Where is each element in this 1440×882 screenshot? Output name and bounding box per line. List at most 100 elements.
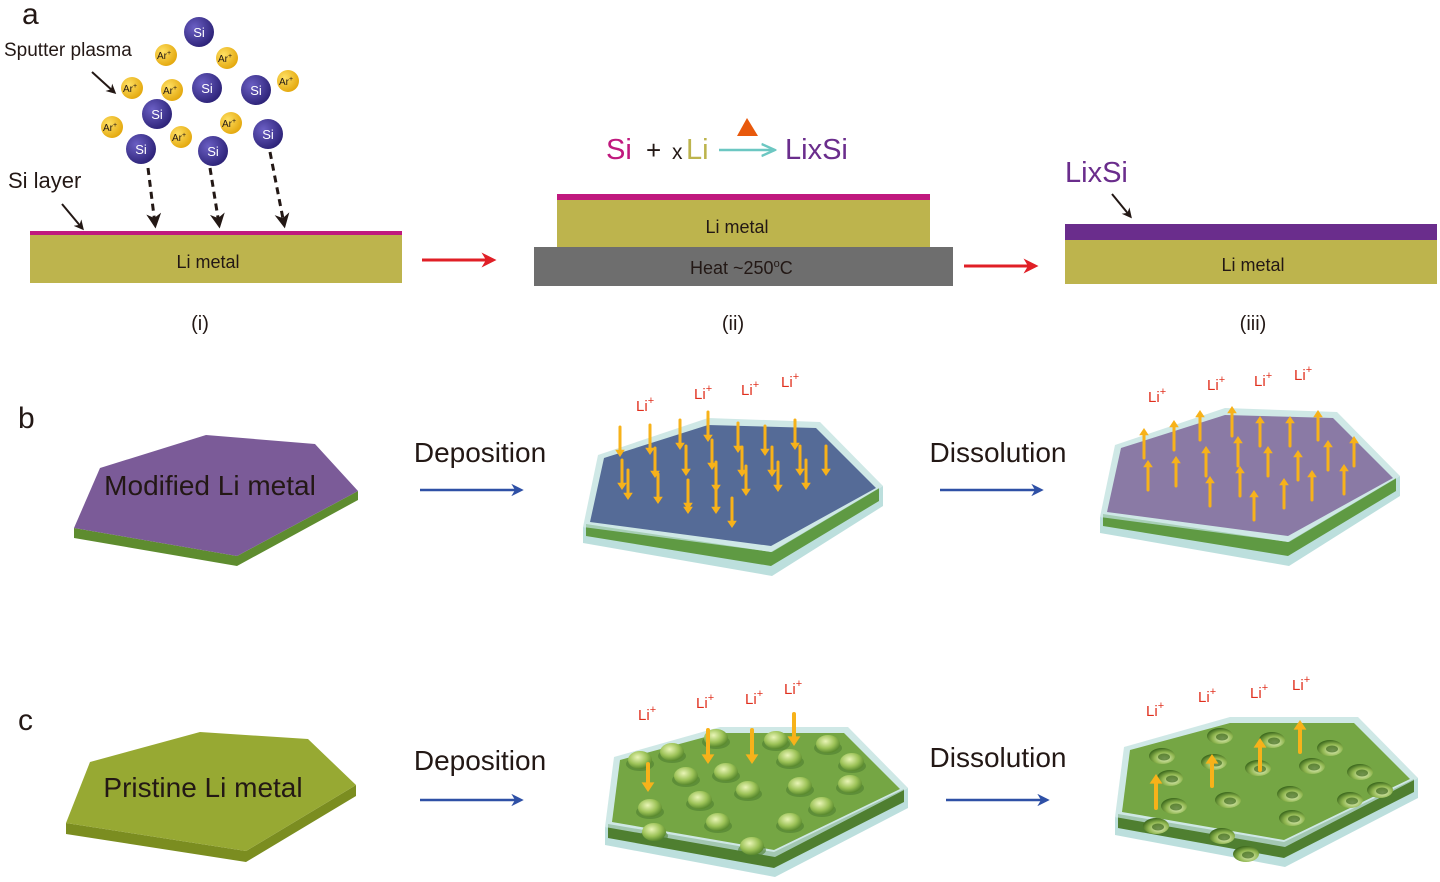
li-flux-arrow [650,446,660,478]
li-flux-arrow [790,418,800,450]
li-ion-label: Li+ [1254,370,1272,390]
li-flux-arrow [1205,754,1219,788]
li-flux-arrow [711,482,721,514]
equation-si: Si [606,134,632,166]
li-flux-arrow [767,445,777,477]
ar-ion-label: Ar+ [123,83,137,95]
dendrite-bump [734,781,762,801]
li-ion-label: Li+ [784,678,802,698]
dissolution-pit [1347,764,1373,780]
li-flux-arrow [1233,436,1243,468]
heater-label: Heat ~250oC [690,258,793,278]
si-deposition-arrow-2 [208,167,225,229]
dendrite-bump [712,763,740,783]
li-flux-arrow [733,421,743,453]
dendrite-bump [786,777,814,797]
li-ion-label: Li+ [745,688,763,708]
ar-ion: Ar+ [170,126,192,148]
li-ion-label: Li+ [1198,686,1216,706]
li-flux-arrow [1227,406,1237,438]
dissolution-pit [1149,748,1175,764]
si-atom: Si [142,99,172,129]
panel-c: c Pristine Li metal Deposition Li+Li+Li+… [18,674,1418,877]
ar-ion: Ar+ [121,77,143,99]
equation-plus: + [646,135,661,165]
equation-product: LixSi [785,134,848,166]
dissolution-pit [1317,740,1343,756]
li-metal-block-ii [557,200,930,247]
li-flux-arrow [1235,466,1245,498]
si-atom: Si [126,134,156,164]
dissolution-label-b: Dissolution [930,437,1067,468]
panel-label-c: c [18,704,33,737]
li-flux-arrow [1169,420,1179,452]
li-flux-arrow [1249,490,1259,522]
dissolution-pit [1279,810,1305,826]
li-flux-arrow [675,418,685,450]
ar-ion-label: Ar+ [157,50,171,62]
li-metal-block-iii [1065,240,1437,284]
lixsi-label: LixSi [1065,157,1128,189]
si-layer-film [30,231,402,235]
ar-ion: Ar+ [155,44,177,66]
li-dissolution-pits [1143,728,1393,862]
si-atom: Si [198,136,228,166]
li-ions-c-deposition: Li+Li+Li+Li+ [638,678,802,724]
si-atom: Si [241,75,271,105]
si-atom-label: Si [135,142,147,157]
ar-ion-label: Ar+ [103,122,117,134]
dissolution-pit [1209,828,1235,844]
li-flux-arrow [701,728,715,764]
li-dendrite-bumps [626,729,866,857]
si-atom-label: Si [207,144,219,159]
li-flux-arrow [801,458,811,490]
modified-li-metal-label: Modified Li metal [104,470,316,501]
li-flux-arrow [745,728,759,764]
li-ion-label: Li+ [696,692,714,712]
li-ion-label: Li+ [1148,386,1166,406]
li-ion-label: Li+ [1207,374,1225,394]
li-flux-arrow [727,496,737,528]
deposition-label-b: Deposition [414,437,546,468]
panel-b: b Modified Li metal Deposition Li+Li+Li+… [18,364,1400,576]
dendrite-bump [636,799,664,819]
si-deposition-arrow-3 [268,151,290,229]
li-ion-label: Li+ [1294,364,1312,384]
li-flux-arrow [1293,450,1303,482]
ar-ion-label: Ar+ [163,85,177,97]
li-flux-arrow [1279,478,1289,510]
li-flux-arrow [1171,456,1181,488]
li-flux-arrow [1253,738,1267,772]
si-atom-label: Si [201,81,213,96]
heat-triangle-icon [737,118,758,136]
li-ion-label: Li+ [694,383,712,403]
li-flux-arrow [1143,460,1153,492]
ar-ion-label: Ar+ [222,118,236,130]
ar-ion: Ar+ [101,116,123,138]
dendrite-bump [762,731,790,751]
li-ion-label: Li+ [781,371,799,391]
li-flux-arrow [795,444,805,476]
step-label-i: (i) [191,313,209,335]
dissolution-pit [1233,846,1259,862]
li-ions-b-dissolution: Li+ Li+ Li+ Li+ [1148,364,1312,406]
dissolution-pit [1299,758,1325,774]
dissolution-pit [1337,792,1363,808]
si-atom-label: Si [193,25,205,40]
li-deposition-arrows-b [615,410,831,528]
dendrite-bump [704,813,732,833]
li-metal-block-i [30,235,402,283]
li-flux-arrow [645,423,655,455]
li-metal-label-ii: Li metal [705,217,768,237]
li-flux-arrow [1255,416,1265,448]
si-layer-label: Si layer [8,168,81,193]
li-flux-arrow [1293,720,1307,754]
li-metal-label-i: Li metal [176,252,239,272]
step-label-iii: (iii) [1240,313,1267,335]
li-dissolution-arrows-c [1149,720,1307,810]
li-ion-label: Li+ [741,379,759,399]
li-flux-arrow [1195,410,1205,442]
